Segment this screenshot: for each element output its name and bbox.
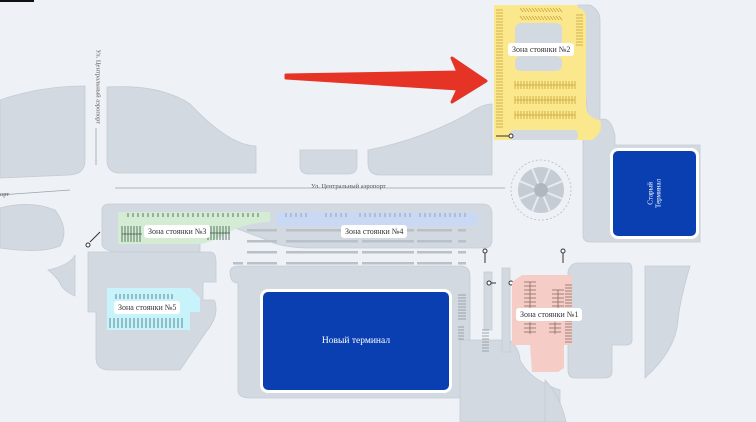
roundabout-spoke	[531, 196, 540, 212]
block-left-mid	[0, 204, 65, 251]
top-edge-bar	[0, 0, 34, 2]
parking-space-mark	[537, 7, 542, 13]
parking-row	[247, 262, 277, 265]
parking-space-mark	[534, 15, 539, 21]
parking-space-mark	[540, 7, 545, 13]
parking-space-mark	[537, 15, 542, 21]
parking-space-mark	[546, 15, 551, 21]
zone-2-island-bottom	[515, 56, 562, 71]
block-mid-c	[367, 103, 493, 176]
parking-row	[458, 229, 466, 232]
parking-space-mark	[543, 7, 548, 13]
roundabout	[510, 159, 572, 221]
entrance-pin-zone-2	[508, 133, 514, 139]
old-terminal-label: Старый Терминал	[646, 178, 663, 209]
parking-space-mark	[522, 7, 527, 13]
parking-row	[286, 229, 334, 232]
road-name-horizontal: Ул. Центральный аэропорт	[311, 183, 386, 190]
block-top-mid	[106, 86, 257, 174]
roundabout-spoke	[519, 191, 535, 200]
parking-space-mark	[552, 7, 557, 13]
parking-row	[247, 229, 277, 232]
parking-row	[417, 251, 452, 254]
parking-space-mark	[546, 7, 551, 13]
zone-1-label[interactable]: Зона стоянки №1	[516, 308, 583, 321]
entrance-pin-left	[486, 280, 492, 286]
parking-row	[458, 262, 466, 265]
red-arrow-annotation	[284, 56, 488, 104]
zone-5-label[interactable]: Зона стоянки №5	[114, 301, 181, 314]
block-left-small	[47, 254, 76, 297]
entrance-pin-ring-2	[560, 248, 566, 254]
parking-space-mark	[555, 15, 560, 21]
road-line-horizontal-left	[0, 189, 71, 196]
roundabout-spoke	[519, 180, 535, 189]
block-right-lower-b	[644, 265, 691, 379]
roundabout-spoke	[542, 168, 551, 184]
parking-row	[362, 262, 414, 265]
parking-row	[362, 240, 414, 243]
parking-space-mark	[525, 7, 530, 13]
parking-space-mark	[522, 15, 527, 21]
road-name-vertical: Ул. Центральный аэропорт	[94, 49, 102, 125]
parking-row	[286, 240, 334, 243]
parking-row	[322, 262, 358, 265]
parking-space-mark	[549, 7, 554, 13]
parking-row	[286, 262, 334, 265]
zone-2-bottom-strip	[510, 130, 578, 140]
parking-row	[322, 240, 358, 243]
old-terminal[interactable]: Старый Терминал	[610, 148, 699, 239]
parking-space-mark	[555, 7, 560, 13]
block-mid-b	[299, 149, 358, 175]
block-zone1-surround	[501, 267, 511, 353]
parking-row	[322, 229, 358, 232]
parking-row	[417, 240, 452, 243]
parking-row	[417, 262, 452, 265]
parking-space-mark	[543, 15, 548, 21]
parking-space-mark	[525, 15, 530, 21]
parking-space-mark	[558, 7, 563, 13]
parking-space-mark	[528, 7, 533, 13]
roundabout-spoke	[531, 168, 540, 184]
block-right-lower-a	[567, 262, 633, 379]
parking-space-mark	[552, 15, 557, 21]
parking-space-mark	[534, 7, 539, 13]
parking-row	[417, 229, 452, 232]
parking-space-mark	[531, 15, 536, 21]
block-mid-small-1	[256, 110, 292, 173]
parking-space-mark	[531, 7, 536, 13]
block-bottom-round	[544, 379, 567, 422]
zone-4-label[interactable]: Зона стоянки №4	[341, 225, 408, 238]
parking-row	[233, 262, 243, 265]
parking-space-mark	[528, 15, 533, 21]
zone-3-label[interactable]: Зона стоянки №3	[144, 225, 211, 238]
block-top-left	[0, 85, 86, 179]
entrance-pin-ring-1	[482, 248, 488, 254]
zone-2-spaces	[496, 7, 583, 128]
parking-row	[247, 240, 277, 243]
road-name-left-edge: орт	[0, 191, 10, 198]
new-terminal[interactable]: Новый терминал	[260, 289, 452, 393]
parking-space-mark	[558, 15, 563, 21]
roundabout-spoke	[547, 180, 563, 189]
parking-space-mark	[549, 15, 554, 21]
parking-space-mark	[519, 15, 524, 21]
parking-row	[286, 251, 334, 254]
roundabout-spoke	[547, 191, 563, 200]
entrance-pin-zone-3	[85, 242, 91, 248]
parking-row	[458, 251, 466, 254]
parking-row	[322, 251, 358, 254]
parking-space-mark	[540, 15, 545, 21]
parking-row	[458, 240, 466, 243]
new-terminal-label: Новый терминал	[321, 336, 391, 346]
zone-1-area	[512, 275, 572, 372]
parking-space-mark	[519, 7, 524, 13]
roundabout-spoke	[542, 196, 551, 212]
parking-row	[362, 251, 414, 254]
zone-2-label[interactable]: Зона стоянки №2	[508, 43, 575, 56]
zone-4-area	[276, 212, 478, 226]
parking-row	[247, 251, 277, 254]
block-narrow-1	[483, 271, 493, 331]
